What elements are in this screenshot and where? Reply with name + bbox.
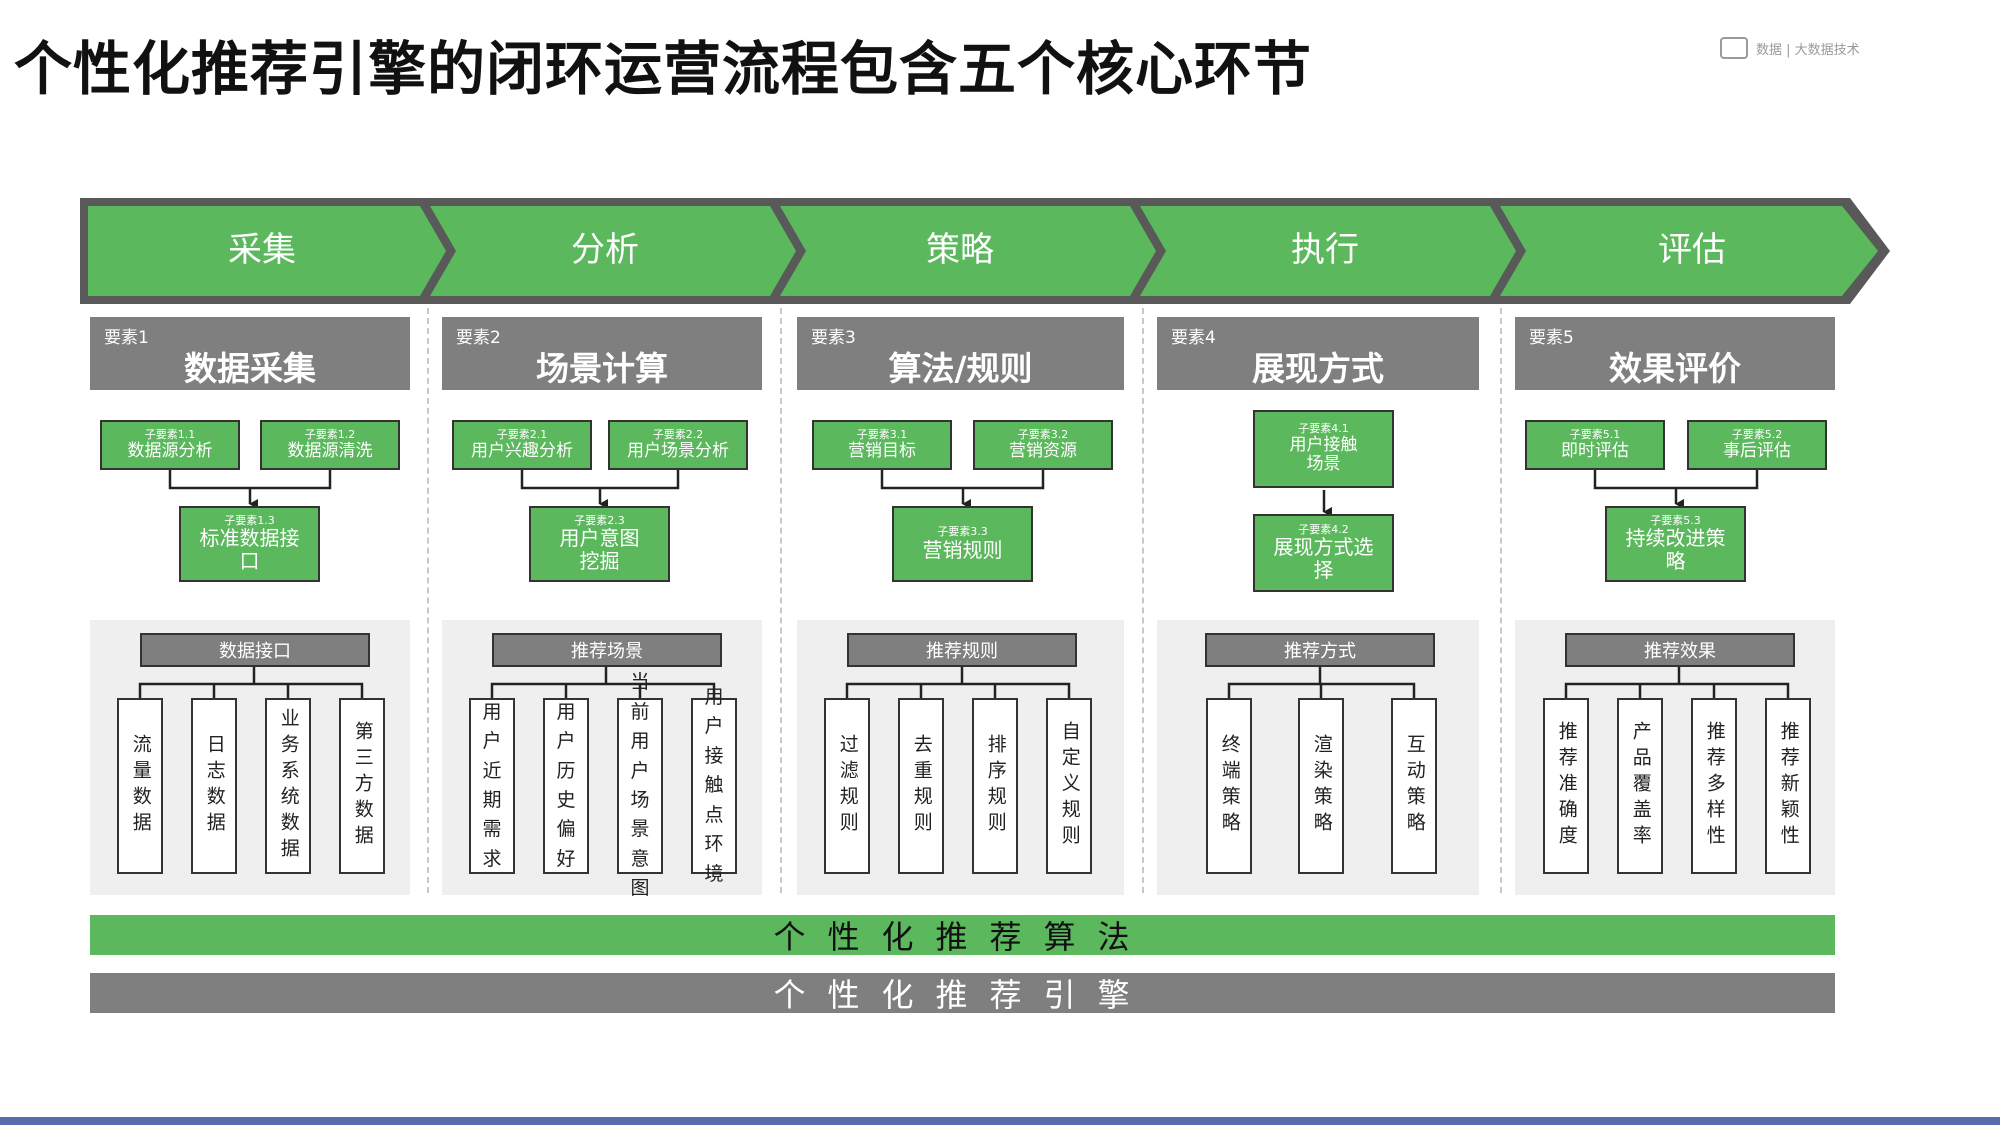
sub-element-1-3: 子要素1.3 标准数据接口 [179, 506, 320, 582]
element-header-4: 要素4 展现方式 [1157, 317, 1479, 390]
element-title: 场景计算 [536, 349, 668, 388]
item-box: 过滤规则 [824, 698, 870, 874]
item-box: 排序规则 [972, 698, 1018, 874]
page-title: 个性化推荐引擎的闭环运营流程包含五个核心环节 [14, 35, 1313, 103]
item-box: 产品覆盖率 [1617, 698, 1663, 874]
item-box: 终端策略 [1206, 698, 1252, 874]
corner-logo: 数据 | 大数据技术 [1720, 34, 1920, 62]
item-box: 用户近期需求 [469, 698, 515, 874]
item-box: 业务系统数据 [265, 698, 311, 874]
sub-element-1-2: 子要素1.2 数据源清洗 [260, 420, 400, 470]
item-box: 第三方数据 [339, 698, 385, 874]
process-arrow-band [80, 198, 1890, 304]
arrow-label-evaluate: 评估 [1658, 230, 1726, 270]
arrow-stage-5 [1500, 206, 1878, 296]
element-header-5: 要素5 效果评价 [1515, 317, 1835, 390]
sub-element-5-1: 子要素5.1 即时评估 [1525, 420, 1665, 470]
category-bar-1: 数据接口 [140, 633, 370, 667]
arrow-stage-1 [88, 206, 446, 296]
sub-element-2-3: 子要素2.3 用户意图挖掘 [529, 506, 670, 582]
category-bar-3: 推荐规则 [847, 633, 1077, 667]
element-number: 要素1 [104, 328, 149, 348]
arrow-stage-4 [1140, 206, 1516, 296]
item-box: 流量数据 [117, 698, 163, 874]
sub-element-2-1: 子要素2.1 用户兴趣分析 [452, 420, 592, 470]
engine-bar: 个性化推荐引擎 [90, 973, 1835, 1014]
arrow-label-collect: 采集 [228, 230, 296, 270]
sub-element-3-2: 子要素3.2 营销资源 [973, 420, 1113, 470]
arrow-stage-3 [780, 206, 1156, 296]
item-box: 用户接触点环境 [691, 686, 737, 885]
item-box: 当前用户场景意图 [617, 671, 663, 899]
item-box: 用户历史偏好 [543, 698, 589, 874]
element-header-3: 要素3 算法/规则 [797, 317, 1124, 390]
item-box: 自定义规则 [1046, 698, 1092, 874]
bottom-accent-line [0, 1117, 2000, 1125]
sub-element-1-1: 子要素1.1 数据源分析 [100, 420, 240, 470]
item-box: 推荐准确度 [1543, 698, 1589, 874]
item-box: 推荐多样性 [1691, 698, 1737, 874]
category-bar-2: 推荐场景 [492, 633, 722, 667]
arrow-label-strategy: 策略 [926, 230, 994, 270]
column-divider [1142, 308, 1144, 893]
logo-icon [1720, 37, 1748, 59]
item-box: 渲染策略 [1298, 698, 1344, 874]
sub-element-4-1: 子要素4.1 用户接触场景 [1253, 410, 1394, 488]
sub-element-4-2: 子要素4.2 展现方式选择 [1253, 514, 1394, 592]
item-box: 日志数据 [191, 698, 237, 874]
element-header-1: 要素1 数据采集 [90, 317, 410, 390]
element-title: 展现方式 [1252, 349, 1384, 388]
corner-logo-text: 数据 | 大数据技术 [1756, 42, 1860, 58]
column-divider [1500, 308, 1502, 893]
item-box: 推荐新颖性 [1765, 698, 1811, 874]
sub-element-3-1: 子要素3.1 营销目标 [812, 420, 952, 470]
item-box: 互动策略 [1391, 698, 1437, 874]
element-title: 数据采集 [184, 349, 316, 388]
algorithm-bar: 个性化推荐算法 [90, 915, 1835, 956]
element-title: 算法/规则 [888, 349, 1033, 388]
element-number: 要素4 [1171, 328, 1216, 348]
element-number: 要素3 [811, 328, 856, 348]
arrow-stage-2 [430, 206, 796, 296]
category-bar-4: 推荐方式 [1205, 633, 1435, 667]
element-header-2: 要素2 场景计算 [442, 317, 762, 390]
sub-element-2-2: 子要素2.2 用户场景分析 [608, 420, 748, 470]
category-bar-5: 推荐效果 [1565, 633, 1795, 667]
item-box: 去重规则 [898, 698, 944, 874]
arrow-label-analyze: 分析 [571, 230, 639, 270]
element-number: 要素2 [456, 328, 501, 348]
sub-element-3-3: 子要素3.3 营销规则 [892, 506, 1033, 582]
element-title: 效果评价 [1609, 349, 1741, 388]
column-divider [780, 308, 782, 893]
sub-element-5-3: 子要素5.3 持续改进策略 [1605, 506, 1746, 582]
element-number: 要素5 [1529, 328, 1574, 348]
column-divider [427, 308, 429, 893]
arrow-label-execute: 执行 [1291, 230, 1359, 270]
sub-element-5-2: 子要素5.2 事后评估 [1687, 420, 1827, 470]
